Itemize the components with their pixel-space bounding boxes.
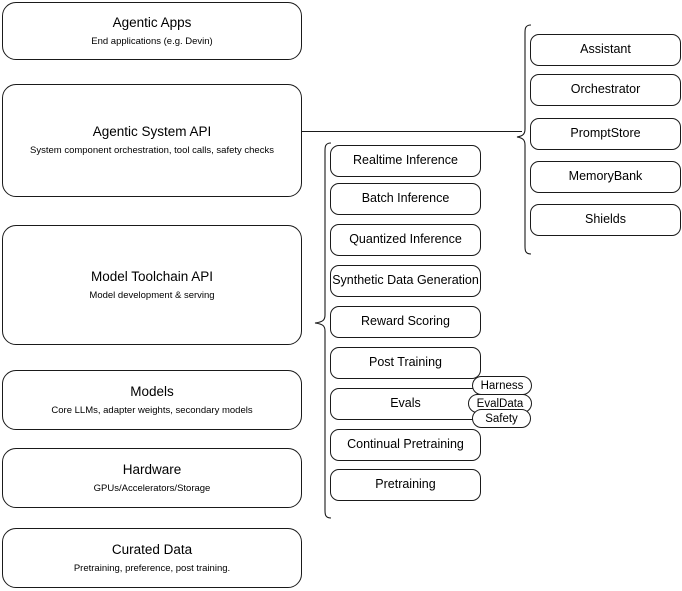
component-continual-pretraining[interactable]: Continual Pretraining bbox=[330, 429, 481, 461]
layer-subtitle: End applications (e.g. Devin) bbox=[91, 35, 213, 47]
component-promptstore[interactable]: PromptStore bbox=[530, 118, 681, 150]
component-label: Batch Inference bbox=[361, 191, 450, 206]
layer-title: Agentic System API bbox=[92, 124, 212, 140]
bracket-system-components bbox=[516, 24, 532, 255]
layer-subtitle: System component orchestration, tool cal… bbox=[30, 145, 274, 156]
layer-title: Agentic Apps bbox=[112, 14, 192, 30]
component-label: Pretraining bbox=[375, 477, 436, 492]
layer-model-toolchain-api[interactable]: Model Toolchain API Model development & … bbox=[2, 225, 302, 345]
component-evals[interactable]: Evals bbox=[330, 388, 481, 420]
component-label: Assistant bbox=[580, 42, 631, 57]
component-shields[interactable]: Shields bbox=[530, 204, 681, 236]
component-assistant[interactable]: Assistant bbox=[530, 34, 681, 66]
layer-agentic-system-api[interactable]: Agentic System API System component orch… bbox=[2, 84, 302, 197]
component-label: Quantized Inference bbox=[349, 232, 462, 247]
component-orchestrator[interactable]: Orchestrator bbox=[530, 74, 681, 106]
component-memorybank[interactable]: MemoryBank bbox=[530, 161, 681, 193]
layer-subtitle: Model development & serving bbox=[89, 289, 215, 301]
badge-safety[interactable]: Safety bbox=[472, 409, 531, 428]
component-quantized-inference[interactable]: Quantized Inference bbox=[330, 224, 481, 256]
layer-title: Hardware bbox=[122, 461, 182, 477]
layer-title: Curated Data bbox=[111, 541, 193, 557]
component-label: Continual Pretraining bbox=[347, 437, 464, 452]
component-label: Synthetic Data Generation bbox=[332, 273, 479, 288]
layer-models[interactable]: Models Core LLMs, adapter weights, secon… bbox=[2, 370, 302, 430]
badge-label: Safety bbox=[485, 412, 518, 425]
component-label: Reward Scoring bbox=[361, 314, 450, 329]
layer-subtitle: GPUs/Accelerators/Storage bbox=[93, 482, 211, 494]
component-batch-inference[interactable]: Batch Inference bbox=[330, 183, 481, 215]
component-label: Realtime Inference bbox=[353, 153, 458, 168]
badge-harness[interactable]: Harness bbox=[472, 376, 532, 395]
component-synthetic-data-generation[interactable]: Synthetic Data Generation bbox=[330, 265, 481, 297]
layer-title: Model Toolchain API bbox=[90, 268, 214, 284]
bracket-toolchain-components bbox=[314, 142, 332, 519]
layer-subtitle: Core LLMs, adapter weights, secondary mo… bbox=[51, 404, 253, 416]
component-label: MemoryBank bbox=[568, 169, 643, 184]
component-label: Shields bbox=[585, 212, 626, 227]
component-pretraining[interactable]: Pretraining bbox=[330, 469, 481, 501]
layer-title: Models bbox=[130, 383, 174, 399]
badge-label: EvalData bbox=[476, 397, 524, 410]
component-label: Evals bbox=[390, 396, 421, 411]
component-realtime-inference[interactable]: Realtime Inference bbox=[330, 145, 481, 177]
layer-subtitle: Pretraining, preference, post training. bbox=[73, 562, 231, 574]
component-post-training[interactable]: Post Training bbox=[330, 347, 481, 379]
layer-agentic-apps[interactable]: Agentic Apps End applications (e.g. Devi… bbox=[2, 2, 302, 60]
connector-line-system-api bbox=[302, 131, 522, 132]
component-label: Post Training bbox=[369, 355, 442, 370]
layer-curated-data[interactable]: Curated Data Pretraining, preference, po… bbox=[2, 528, 302, 588]
badge-label: Harness bbox=[480, 379, 524, 392]
component-label: PromptStore bbox=[570, 126, 641, 141]
component-reward-scoring[interactable]: Reward Scoring bbox=[330, 306, 481, 338]
component-label: Orchestrator bbox=[570, 82, 641, 97]
layer-hardware[interactable]: Hardware GPUs/Accelerators/Storage bbox=[2, 448, 302, 508]
